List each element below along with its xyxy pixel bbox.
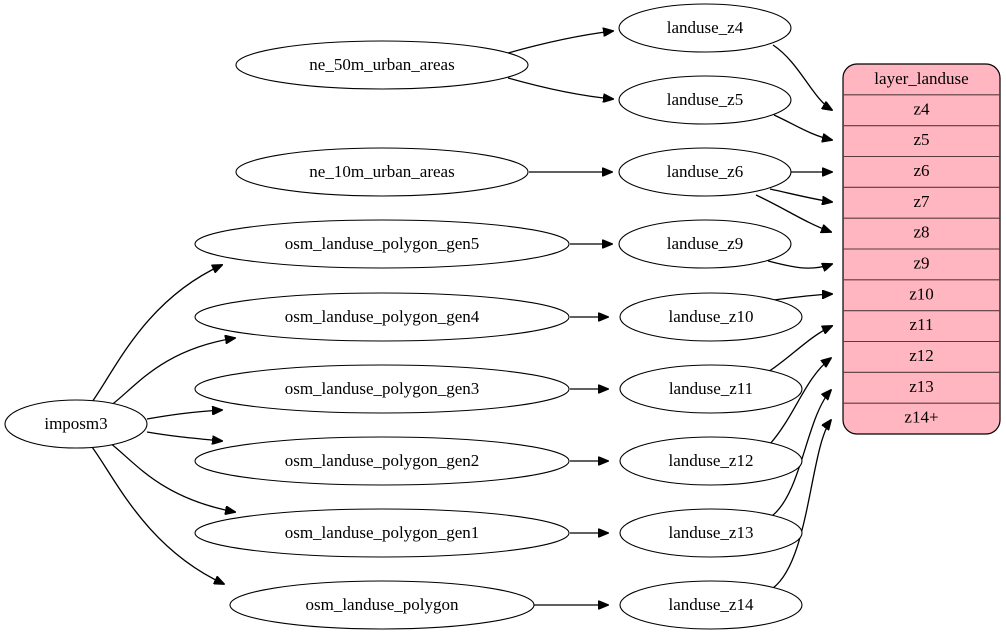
node-label: landuse_z12 bbox=[669, 451, 754, 470]
node-label: landuse_z4 bbox=[667, 18, 744, 37]
node-osm-landuse-polygon-gen4[interactable]: osm_landuse_polygon_gen4 bbox=[194, 292, 570, 342]
node-label: osm_landuse_polygon_gen1 bbox=[285, 523, 480, 542]
node-landuse-z12[interactable]: landuse_z12 bbox=[619, 436, 803, 486]
edge-landuse-z11-to-row-z11 bbox=[767, 326, 832, 373]
edge-imposm3-to-gen2 bbox=[146, 431, 222, 441]
node-label: ne_10m_urban_areas bbox=[309, 162, 454, 181]
node-landuse-z13[interactable]: landuse_z13 bbox=[619, 508, 803, 558]
node-ne-50m-urban-areas[interactable]: ne_50m_urban_areas bbox=[235, 40, 529, 90]
record-row-z7[interactable]: z7 bbox=[913, 192, 930, 211]
node-landuse-z4[interactable]: landuse_z4 bbox=[618, 3, 792, 53]
node-imposm3[interactable]: imposm3 bbox=[4, 399, 148, 449]
node-landuse-z10[interactable]: landuse_z10 bbox=[619, 292, 803, 342]
edge-imposm3-to-gen3 bbox=[146, 410, 222, 420]
record-header-label: layer_landuse bbox=[874, 69, 968, 88]
edge-imposm3-to-gen5 bbox=[91, 265, 222, 403]
edge-landuse-z13-to-row-z13 bbox=[771, 390, 831, 517]
node-label: landuse_z9 bbox=[667, 234, 743, 253]
node-osm-landuse-polygon-gen5[interactable]: osm_landuse_polygon_gen5 bbox=[194, 219, 570, 269]
record-row-z9[interactable]: z9 bbox=[913, 254, 929, 273]
node-label: landuse_z11 bbox=[669, 379, 753, 398]
node-label: osm_landuse_polygon bbox=[306, 595, 459, 614]
edge-ne50m-to-landuse-z4 bbox=[507, 31, 613, 54]
node-osm-landuse-polygon-gen2[interactable]: osm_landuse_polygon_gen2 bbox=[194, 436, 570, 486]
node-label: landuse_z6 bbox=[667, 162, 743, 181]
node-label: imposm3 bbox=[44, 414, 107, 433]
node-landuse-z6[interactable]: landuse_z6 bbox=[618, 147, 792, 197]
edge-landuse-z10-to-row-z10 bbox=[773, 294, 832, 301]
node-label: osm_landuse_polygon_gen5 bbox=[285, 234, 480, 253]
edge-layer bbox=[91, 31, 832, 605]
node-osm-landuse-polygon-gen3[interactable]: osm_landuse_polygon_gen3 bbox=[194, 364, 570, 414]
record-row-z14plus[interactable]: z14+ bbox=[904, 408, 938, 427]
node-landuse-z14[interactable]: landuse_z14 bbox=[619, 580, 803, 630]
node-landuse-z5[interactable]: landuse_z5 bbox=[618, 75, 792, 125]
record-row-z11[interactable]: z11 bbox=[910, 315, 934, 334]
node-label: landuse_z14 bbox=[669, 595, 754, 614]
source-node-layer: imposm3 ne_50m_urban_areas ne_10m_urban_… bbox=[4, 40, 570, 630]
edge-landuse-z4-to-row-z4 bbox=[772, 44, 832, 110]
node-label: landuse_z10 bbox=[669, 307, 754, 326]
edge-imposm3-to-gen4 bbox=[109, 338, 235, 407]
layer-node-layer: landuse_z4 landuse_z5 landuse_z6 landuse… bbox=[618, 3, 803, 630]
edge-landuse-z6-to-row-z7 bbox=[769, 188, 832, 202]
record-row-z6[interactable]: z6 bbox=[913, 161, 929, 180]
node-label: ne_50m_urban_areas bbox=[309, 55, 454, 74]
record-row-z8[interactable]: z8 bbox=[913, 223, 929, 242]
node-label: osm_landuse_polygon_gen3 bbox=[285, 379, 480, 398]
node-osm-landuse-polygon-gen1[interactable]: osm_landuse_polygon_gen1 bbox=[194, 508, 570, 558]
record-row-z10[interactable]: z10 bbox=[909, 284, 934, 303]
edge-landuse-z12-to-row-z12 bbox=[769, 358, 831, 445]
edge-landuse-z6-to-row-z8 bbox=[755, 194, 831, 232]
node-ne-10m-urban-areas[interactable]: ne_10m_urban_areas bbox=[235, 147, 529, 197]
edge-imposm3-to-gen1 bbox=[109, 442, 235, 512]
record-row-z5[interactable]: z5 bbox=[913, 130, 929, 149]
node-label: osm_landuse_polygon_gen2 bbox=[285, 451, 480, 470]
edge-ne50m-to-landuse-z5 bbox=[507, 77, 613, 99]
record-row-z12[interactable]: z12 bbox=[909, 346, 934, 365]
edge-landuse-z9-to-row-z9 bbox=[767, 260, 832, 268]
record-row-z13[interactable]: z13 bbox=[909, 377, 934, 396]
node-landuse-z11[interactable]: landuse_z11 bbox=[619, 364, 803, 414]
edge-imposm3-to-polygon bbox=[91, 446, 224, 584]
node-osm-landuse-polygon[interactable]: osm_landuse_polygon bbox=[229, 580, 535, 630]
node-landuse-z9[interactable]: landuse_z9 bbox=[618, 219, 792, 269]
node-label: osm_landuse_polygon_gen4 bbox=[285, 307, 480, 326]
edge-landuse-z5-to-row-z5 bbox=[773, 114, 832, 140]
edge-landuse-z14-to-row-z14plus bbox=[772, 420, 831, 589]
node-label: landuse_z5 bbox=[667, 90, 743, 109]
record-node-layer-landuse[interactable]: layer_landuse z4 z5 z6 z7 z8 z9 z10 z11 … bbox=[842, 63, 1001, 435]
node-label: landuse_z13 bbox=[669, 523, 754, 542]
record-row-z4[interactable]: z4 bbox=[913, 99, 930, 118]
